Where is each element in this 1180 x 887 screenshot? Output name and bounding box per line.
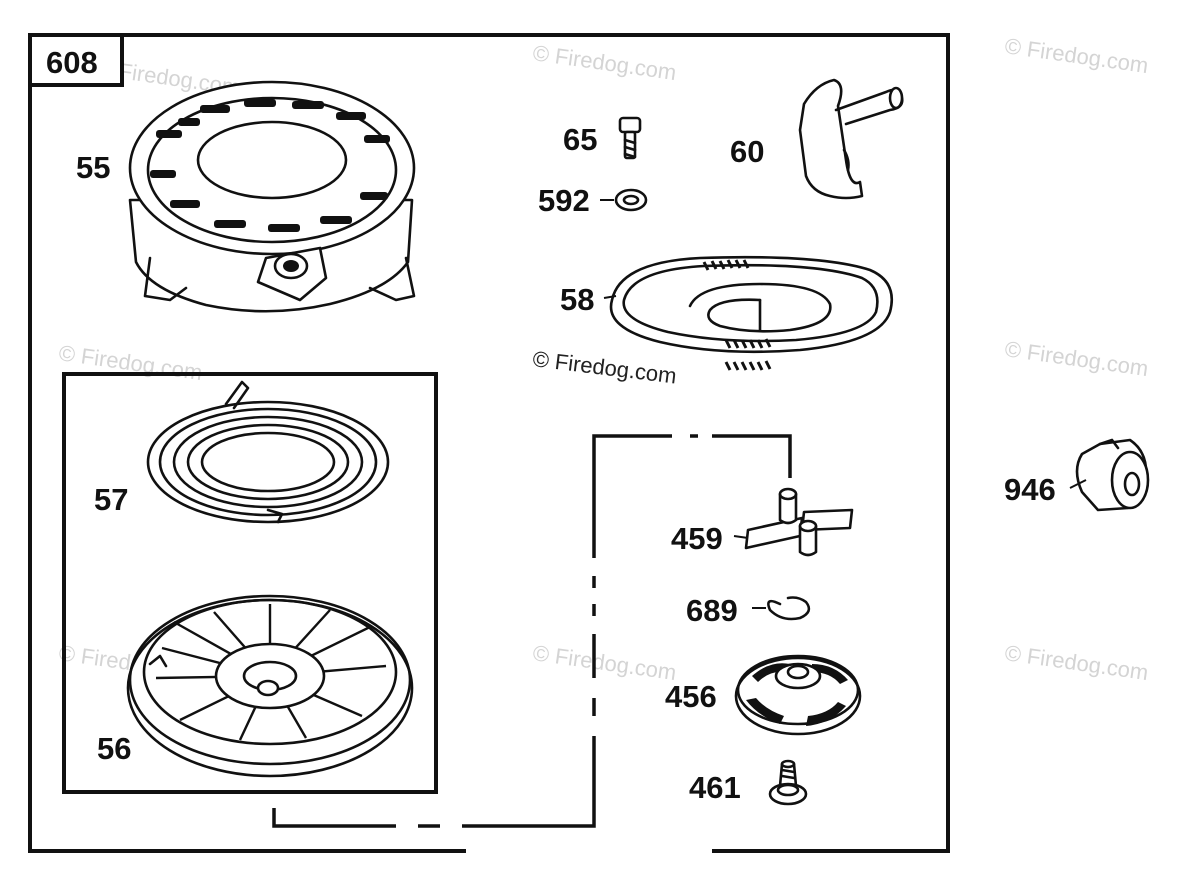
- watermark: © Firedog.com: [57, 340, 204, 385]
- label-592: 592: [538, 183, 590, 218]
- part-60-starter-handle: [798, 78, 904, 200]
- part-689-retainer-ring: [767, 596, 811, 621]
- label-456: 456: [665, 679, 717, 714]
- label-461: 461: [689, 770, 741, 805]
- label-56: 56: [97, 731, 131, 766]
- label-57: 57: [94, 482, 128, 517]
- label-65: 65: [563, 122, 597, 157]
- kit-frame: 608: [28, 33, 950, 853]
- part-56-pulley: [126, 594, 414, 778]
- watermark: © Firedog.com: [1003, 33, 1150, 78]
- part-459-ratchet-pawls: [744, 487, 854, 557]
- part-57-recoil-spring: [146, 380, 390, 524]
- label-946: 946: [1004, 472, 1056, 507]
- sub-assembly-box: [62, 372, 438, 794]
- kit-number-label: 608: [46, 45, 98, 80]
- part-58-starter-rope: [609, 255, 894, 371]
- watermark: © Firedog.com: [531, 40, 678, 85]
- label-60: 60: [730, 134, 764, 169]
- label-55: 55: [76, 150, 110, 185]
- kit-number-box: [28, 33, 124, 87]
- watermark: © Firedog.com: [1003, 640, 1150, 685]
- assembly-connector: [272, 434, 792, 828]
- part-55-starter-housing: [128, 80, 416, 313]
- watermark: © Firedog.com: [531, 640, 678, 685]
- leader-lines: [600, 199, 1087, 609]
- part-461-screw: [768, 759, 808, 806]
- label-459: 459: [671, 521, 723, 556]
- part-labels: 55 65 60 592 58 57 56 459 689 456 461 94…: [76, 122, 1056, 805]
- part-456-ratchet: [734, 654, 862, 736]
- part-65-bolt: [618, 116, 642, 160]
- part-946-spacer: [1075, 438, 1150, 512]
- watermark: © Firedog.com: [1003, 336, 1150, 381]
- part-592-nut: [614, 188, 648, 212]
- watermark: © Firedog.com: [531, 346, 678, 388]
- label-689: 689: [686, 593, 738, 628]
- label-58: 58: [560, 282, 594, 317]
